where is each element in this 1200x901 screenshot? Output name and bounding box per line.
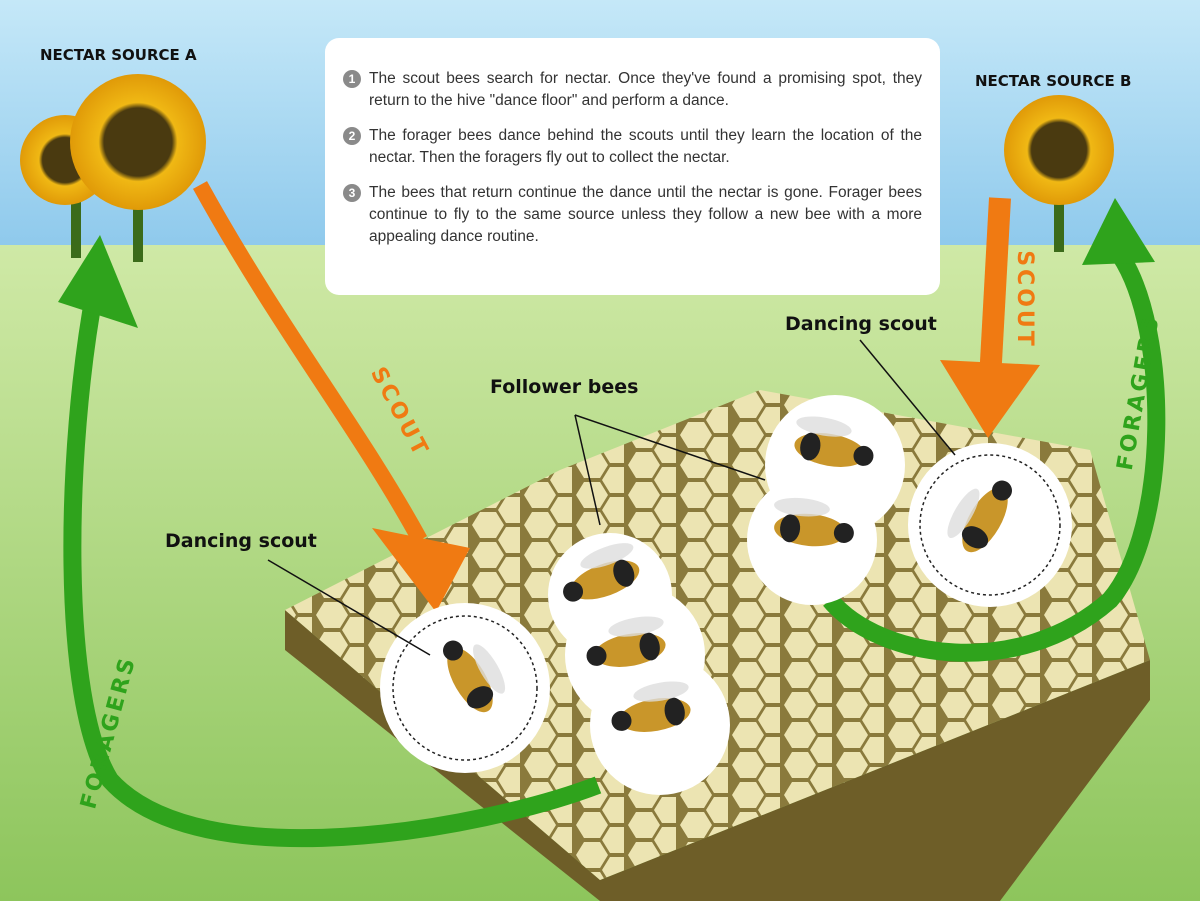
foragers-arrow-right <box>823 198 1166 662</box>
bee-icon <box>794 416 874 467</box>
bee-icon <box>774 497 854 547</box>
step-text: The scout bees search for nectar. Once t… <box>369 70 922 109</box>
nectar-source-b-label: NECTAR SOURCE B <box>975 72 1132 90</box>
callout-lines <box>267 339 956 656</box>
bee-icon <box>563 543 640 602</box>
step-number-badge: 1 <box>343 70 361 88</box>
step-text: The forager bees dance behind the scouts… <box>369 127 922 166</box>
step-1: 1 The scout bees search for nectar. Once… <box>343 68 922 112</box>
sunflower-b-icon <box>1004 95 1114 252</box>
step-2: 2 The forager bees dance behind the scou… <box>343 125 922 169</box>
follower-bees-label: Follower bees <box>490 376 639 398</box>
dancing-scout-right-label: Dancing scout <box>785 313 937 335</box>
bee-icon <box>586 616 666 667</box>
step-number-badge: 2 <box>343 127 361 145</box>
foragers-arrow-left <box>58 235 602 848</box>
bee-icon <box>611 681 691 732</box>
scout-arrow-a <box>192 181 470 612</box>
bee-icon <box>947 480 1012 553</box>
scout-arrow-b <box>940 197 1040 438</box>
sunflower-a-icon <box>20 74 206 262</box>
step-3: 3 The bees that return continue the danc… <box>343 182 922 248</box>
step-number-badge: 3 <box>343 184 361 202</box>
nectar-source-a-label: NECTAR SOURCE A <box>40 46 197 64</box>
step-text: The bees that return continue the dance … <box>369 184 922 245</box>
info-box: 1 The scout bees search for nectar. Once… <box>325 38 940 295</box>
bee-icon <box>443 640 506 713</box>
dancing-scout-left-label: Dancing scout <box>165 530 317 552</box>
scout-right-label: SCOUT <box>1011 250 1037 349</box>
